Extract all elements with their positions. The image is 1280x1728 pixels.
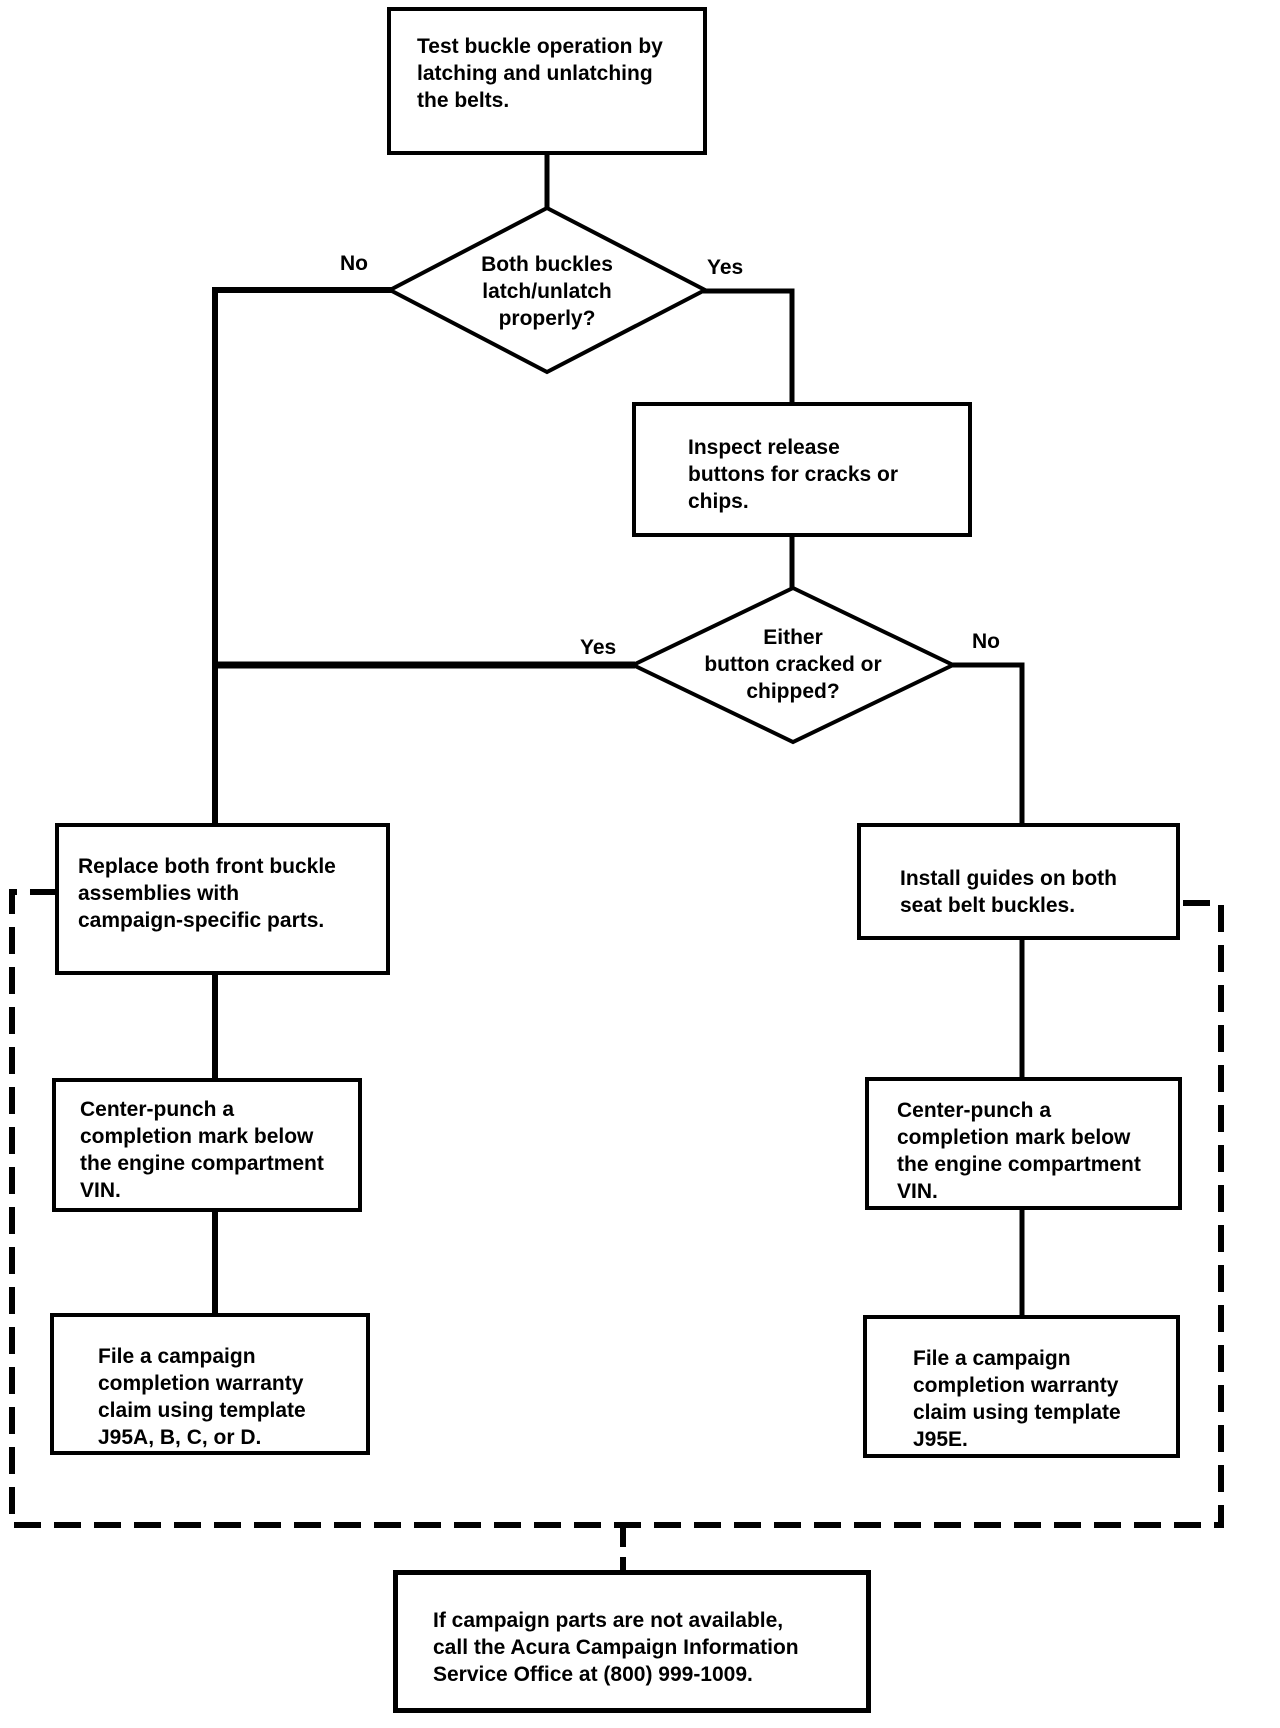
node-center-punch-left: Center-punch a completion mark below the… xyxy=(52,1078,362,1212)
node-text-line: the belts. xyxy=(417,89,510,112)
node-text-line: Center-punch a xyxy=(897,1099,1052,1122)
node-text-line: File a campaign xyxy=(98,1345,256,1368)
node-text-line: latch/unlatch xyxy=(482,280,612,303)
node-text-line: Either xyxy=(763,626,823,649)
node-text-line: completion mark below xyxy=(80,1125,314,1148)
node-text-line: seat belt buckles. xyxy=(900,894,1076,917)
decision-either-button-text: Either button cracked or chipped? xyxy=(673,624,913,705)
node-text-line: assemblies with xyxy=(78,882,240,905)
connector-no2-branch xyxy=(951,662,1025,825)
node-text-line: VIN. xyxy=(80,1179,121,1202)
node-text-line: J95E. xyxy=(913,1428,968,1451)
node-parts-unavailable: If campaign parts are not available, cal… xyxy=(393,1570,871,1713)
node-text-line: File a campaign xyxy=(913,1347,1071,1370)
node-text-line: VIN. xyxy=(897,1180,938,1203)
node-text-line: latching and unlatching xyxy=(417,62,653,85)
node-text-line: completion mark below xyxy=(897,1126,1131,1149)
node-text-line: chipped? xyxy=(746,680,840,703)
edge-label-no-1: No xyxy=(340,252,368,275)
node-text-line: Install guides on both xyxy=(900,867,1117,890)
edge-label-yes-1: Yes xyxy=(707,256,744,279)
node-text-line: the engine compartment xyxy=(897,1153,1141,1176)
node-text-line: If campaign parts are not available, xyxy=(433,1609,784,1632)
node-text-line: properly? xyxy=(498,307,596,330)
node-test-buckle: Test buckle operation by latching and un… xyxy=(387,7,707,155)
decision-both-buckles-shape xyxy=(385,205,710,375)
dashed-enclosure xyxy=(9,889,1224,1528)
node-text-line: campaign-specific parts. xyxy=(78,909,325,932)
node-text-line: the engine compartment xyxy=(80,1152,324,1175)
node-text-line: Center-punch a xyxy=(80,1098,235,1121)
edge-label-no-2: No xyxy=(972,630,1000,653)
node-file-claim-left: File a campaign completion warranty clai… xyxy=(50,1313,370,1455)
node-inspect-release: Inspect release buttons for cracks or ch… xyxy=(632,402,972,537)
node-text-line: claim using template xyxy=(913,1401,1121,1424)
node-text-line: Test buckle operation by xyxy=(417,35,663,58)
node-text-line: claim using template xyxy=(98,1399,306,1422)
connector-yes-branch xyxy=(703,288,795,404)
node-text-line: Inspect release xyxy=(688,436,840,459)
node-replace-assemblies: Replace both front buckle assemblies wit… xyxy=(55,823,390,975)
node-text-line: call the Acura Campaign Information xyxy=(433,1636,799,1659)
node-center-punch-right: Center-punch a completion mark below the… xyxy=(865,1077,1182,1210)
node-text-line: Replace both front buckle xyxy=(78,855,336,878)
node-text-line: Service Office at (800) 999-1009. xyxy=(433,1663,753,1686)
node-text-line: J95A, B, C, or D. xyxy=(98,1426,262,1449)
node-text-line: buttons for cracks or xyxy=(688,463,899,486)
node-text-line: button cracked or xyxy=(704,653,882,676)
node-text-line: completion warranty xyxy=(913,1374,1119,1397)
node-text-line: Both buckles xyxy=(481,253,613,276)
decision-either-button-shape xyxy=(628,585,958,745)
connector-no-branch xyxy=(212,287,392,825)
edge-label-yes-2: Yes xyxy=(580,636,617,659)
node-text-line: completion warranty xyxy=(98,1372,304,1395)
node-install-guides: Install guides on both seat belt buckles… xyxy=(857,823,1180,940)
node-file-claim-right: File a campaign completion warranty clai… xyxy=(863,1315,1180,1458)
node-text-line: chips. xyxy=(688,490,749,513)
decision-both-buckles-text: Both buckles latch/unlatch properly? xyxy=(427,251,667,332)
